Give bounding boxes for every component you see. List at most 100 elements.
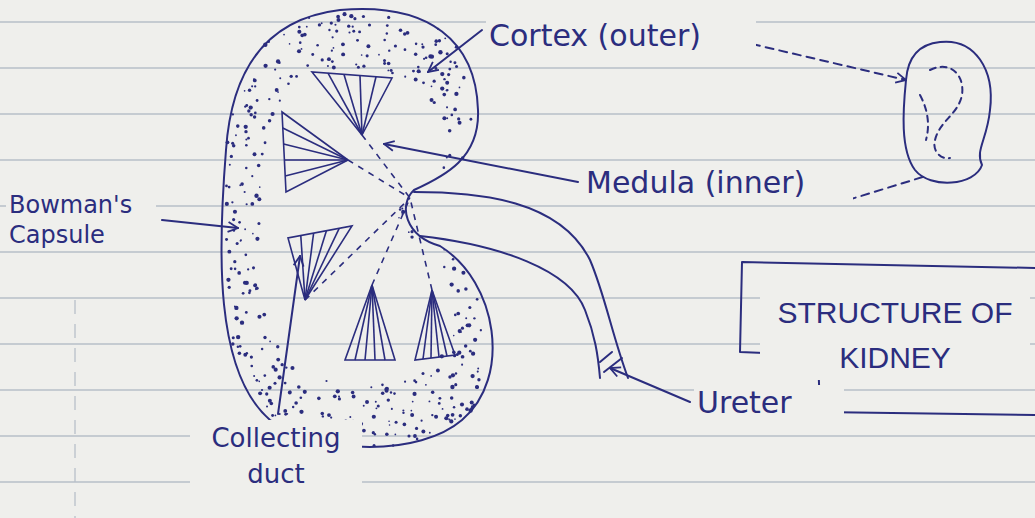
stipple-dot (455, 372, 457, 374)
stipple-dot (383, 62, 386, 65)
stipple-dot (253, 78, 255, 80)
stipple-dot (253, 79, 257, 83)
stipple-dot (263, 336, 266, 339)
stipple-dot (286, 413, 288, 415)
stipple-dot (297, 30, 301, 34)
stipple-dot (249, 113, 252, 116)
stipple-dot (328, 29, 330, 31)
stipple-dot (228, 186, 231, 189)
stipple-dot (442, 116, 446, 120)
pyramid (312, 72, 392, 135)
stipple-dot (225, 238, 228, 241)
part-label: Cortex (outer) (486, 18, 756, 54)
stipple-dot (289, 43, 291, 45)
stipple-dot (436, 369, 440, 373)
stipple-dot (254, 112, 257, 115)
stipple-dot (250, 202, 254, 206)
stipple-dot (375, 401, 377, 403)
stipple-dot (446, 157, 448, 159)
pyramid (345, 285, 395, 360)
pyramid-line (282, 112, 348, 192)
stipple-dot (257, 315, 261, 319)
stipple-dot (431, 85, 433, 87)
stipple-dot (341, 52, 345, 56)
leader-line (384, 144, 578, 182)
stipple-dot (404, 381, 406, 383)
stipple-dot (247, 109, 250, 112)
stipple-dot (387, 398, 390, 401)
stipple-dot (297, 49, 301, 53)
stipple-dot (433, 80, 436, 83)
stipple-dot (465, 407, 469, 411)
stipple-dot (391, 408, 393, 410)
stipple-dot (232, 218, 235, 221)
pyramid-line (345, 285, 395, 360)
stipple-dot (262, 126, 266, 130)
stipple-dot (238, 351, 242, 355)
stipple-dot (435, 415, 437, 417)
stipple-dot (401, 207, 403, 209)
leader-line (278, 256, 300, 414)
stipple-dot (457, 117, 460, 120)
stipple-dot (368, 23, 371, 26)
stipple-dot (454, 92, 458, 96)
stipple-dot (475, 385, 479, 389)
stipple-dot (455, 65, 458, 68)
small-kidney (904, 42, 991, 183)
medulla-pyramids (282, 72, 455, 360)
pyramid-line (355, 285, 372, 360)
stipple-dot (252, 266, 255, 269)
stipple-dot (261, 389, 263, 391)
stipple-dot (290, 366, 294, 370)
stipple-dot (421, 43, 423, 45)
stipple-dot (453, 108, 457, 112)
stipple-dot (429, 432, 431, 434)
pyramid-line (360, 76, 362, 135)
stipple-dot (349, 416, 351, 418)
leader-line (428, 30, 482, 72)
stipple-dot (233, 210, 237, 214)
stipple-dot (245, 311, 248, 314)
stipple-dot (247, 268, 249, 270)
stipple-dot (303, 33, 307, 37)
stipple-dot (263, 374, 266, 377)
stipple-dot (251, 175, 253, 177)
stipple-dot (461, 327, 464, 330)
pyramid-line (432, 290, 439, 357)
stipple-dot (442, 93, 446, 97)
part-label: Ureter (694, 385, 844, 421)
stipple-dot (445, 81, 449, 85)
stipple-dot (330, 21, 333, 24)
stipple-dot (415, 43, 418, 46)
pyramid-line (431, 290, 432, 358)
stipple-dot (358, 30, 361, 33)
stipple-dot (392, 444, 394, 446)
stipple-dot (268, 119, 271, 122)
stipple-dot (412, 401, 414, 403)
stipple-dot (372, 415, 376, 419)
stipple-dot (273, 382, 276, 385)
stipple-dot (231, 201, 233, 203)
stipple-dot (422, 81, 425, 84)
pyramid-line (365, 285, 372, 360)
stipple-dot (336, 15, 340, 19)
stipple-dot (294, 401, 298, 405)
stipple-dot (450, 282, 454, 286)
stipple-dot (384, 388, 386, 390)
stipple-dot (258, 381, 260, 383)
stipple-dot (277, 91, 279, 93)
pyramid-line (372, 285, 385, 360)
stipple-dot (464, 287, 467, 290)
stipple-dot (333, 47, 335, 49)
small-kidney-medulla (930, 67, 962, 158)
stipple-dot (256, 99, 259, 102)
pyramid-line (328, 73, 362, 135)
stipple-dot (254, 194, 258, 198)
stipple-dot (452, 258, 455, 261)
stipple-dot (407, 434, 410, 437)
stipple-dot (383, 59, 386, 62)
stipple-dot (290, 75, 293, 78)
stipple-dot (338, 397, 341, 400)
stipple-dot (327, 65, 329, 67)
